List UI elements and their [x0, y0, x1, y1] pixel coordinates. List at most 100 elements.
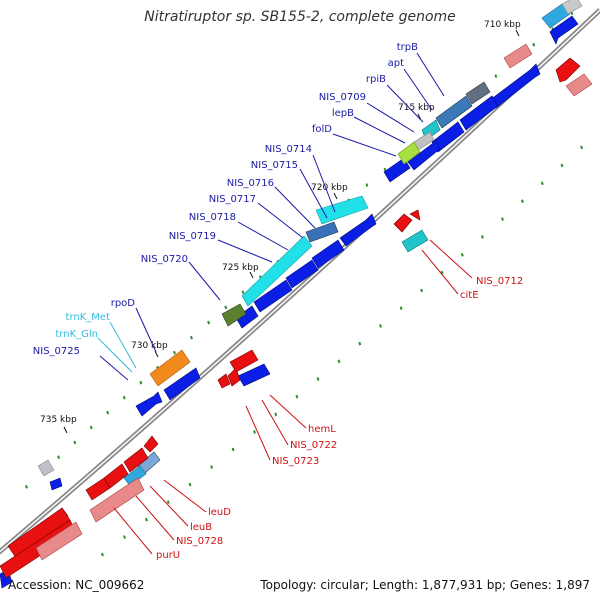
tick-mark	[365, 183, 369, 187]
gene-label-purU: purU	[156, 550, 180, 561]
gene-label-rpoD: rpoD	[111, 298, 136, 309]
gene-label-hemL: hemL	[308, 424, 336, 435]
gene-label-NIS_0719: NIS_0719	[169, 231, 216, 242]
reverse-gene-labels: NIS_0712 citE hemL NIS_0722 NIS_0723 leu…	[156, 276, 523, 561]
tick-mark	[580, 145, 584, 150]
gene-label-trnK_Met: trnK_Met	[66, 312, 111, 323]
tick-mark	[231, 447, 235, 452]
tick-mark	[207, 320, 211, 325]
tick-mark	[144, 517, 148, 522]
gene-label-rpiB: rpiB	[366, 74, 386, 85]
tick-mark	[122, 395, 126, 400]
gene-label-apt: apt	[388, 58, 404, 69]
gene-arrow	[85, 477, 111, 501]
gene-label-NIS_0717: NIS_0717	[209, 194, 256, 205]
gene-block	[401, 229, 429, 253]
tick-mark	[358, 341, 362, 346]
gene-label-citE: citE	[460, 290, 479, 301]
gene-arrow	[235, 305, 259, 329]
gene-label-NIS_0723: NIS_0723	[272, 456, 319, 467]
gene-arrow	[135, 391, 163, 417]
genome-summary-text: Topology: circular; Length: 1,877,931 bp…	[260, 578, 590, 592]
reverse-strand-genes[interactable]	[0, 57, 593, 579]
gene-label-NIS_0728: NIS_0728	[176, 536, 223, 547]
gene-arrow	[311, 239, 345, 269]
tick-mark	[440, 270, 444, 275]
forward-strand-genes[interactable]	[0, 15, 579, 589]
gene-label-NIS_0718: NIS_0718	[189, 212, 236, 223]
tick-mark	[139, 380, 143, 385]
tick-mark	[188, 482, 192, 487]
tick-mark	[166, 500, 170, 504]
forward-feature-blocks[interactable]	[37, 0, 583, 487]
forward-gene-labels: trpB apt rpiB NIS_0709 lepB folD NIS_071…	[33, 42, 418, 357]
map-title: Nitratiruptor sp. SB155-2, complete geno…	[144, 9, 456, 25]
tick-mark	[190, 335, 193, 340]
tick-mark	[379, 324, 382, 328]
tick-mark	[210, 465, 214, 469]
tick-mark	[532, 42, 536, 47]
tick-mark	[173, 350, 176, 355]
tick-mark	[253, 430, 256, 434]
gene-label-NIS_0722: NIS_0722	[290, 440, 337, 451]
scale-label: 720 kbp	[311, 183, 348, 193]
gene-label-NIS_0709: NIS_0709	[319, 92, 366, 103]
scale-label: 710 kbp	[484, 20, 521, 30]
tick-mark	[420, 288, 424, 293]
gene-arrow	[217, 373, 231, 389]
gene-arrow	[49, 477, 63, 491]
gene-arrow	[393, 213, 413, 233]
tick-mark	[241, 290, 245, 295]
tick-mark	[224, 305, 228, 310]
tick-mark	[460, 252, 464, 257]
gene-label-folD: folD	[312, 124, 332, 135]
tick-mark	[383, 167, 387, 172]
gene-label-NIS_0714: NIS_0714	[265, 144, 312, 155]
tick-mark	[316, 377, 320, 381]
gene-arrow	[555, 57, 581, 83]
scale-labels: 710 kbp 715 kbp 720 kbp 725 kbp 730 kbp …	[40, 20, 521, 434]
gene-block	[35, 521, 83, 561]
gene-block	[503, 43, 533, 69]
tick-mark	[73, 440, 77, 445]
tick-mark	[106, 410, 110, 415]
tick-mark	[100, 552, 104, 557]
gene-block	[241, 235, 313, 307]
gene-arrow	[407, 139, 441, 171]
tick-mark	[501, 217, 504, 221]
gene-label-NIS_0715: NIS_0715	[251, 160, 298, 171]
tick-mark	[494, 74, 498, 78]
gene-arrow	[229, 349, 259, 373]
gene-block	[315, 195, 369, 225]
gene-arrow	[285, 259, 319, 289]
scale-label: 730 kbp	[131, 341, 168, 351]
tick-mark	[540, 181, 544, 186]
gene-block	[221, 303, 247, 327]
gene-block	[465, 81, 491, 105]
tick-mark	[295, 394, 299, 399]
gene-block	[397, 141, 421, 165]
gene-arrow	[383, 157, 411, 183]
gene-block	[561, 0, 583, 15]
gene-label-leuD: leuD	[208, 507, 231, 518]
gene-arrow	[253, 279, 293, 313]
scale-label: 715 kbp	[398, 103, 435, 113]
tick-mark	[399, 306, 403, 310]
tick-mark	[274, 412, 278, 417]
gene-label-NIS_0725: NIS_0725	[33, 346, 80, 357]
gene-block	[149, 349, 191, 387]
tick-mark	[123, 535, 126, 539]
leader-lines	[97, 52, 473, 555]
gene-label-lepB: lepB	[332, 108, 354, 119]
gene-label-leuB: leuB	[190, 522, 212, 533]
gene-arrow	[459, 95, 499, 131]
gene-arrow	[163, 367, 201, 401]
gene-label-NIS_0712: NIS_0712	[476, 276, 523, 287]
gene-arrow	[143, 435, 159, 453]
gene-label-trnK_Gln: trnK_Gln	[55, 329, 98, 340]
gene-label-NIS_0716: NIS_0716	[227, 178, 274, 189]
tick-mark	[57, 455, 61, 460]
gene-arrow	[227, 367, 241, 387]
tick-mark	[89, 425, 93, 430]
